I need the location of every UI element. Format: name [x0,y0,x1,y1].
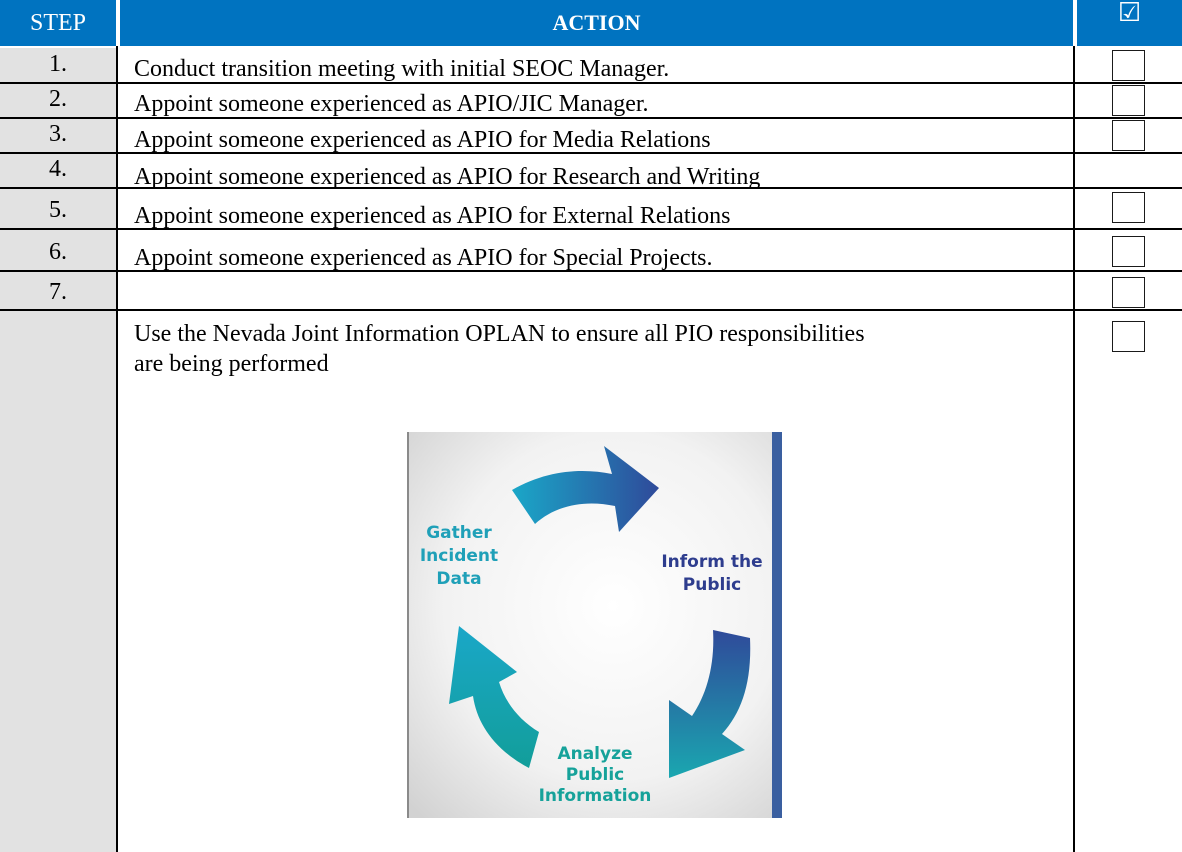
inform-label-line2: Public [683,575,741,595]
step-number: 2. [49,86,67,112]
action-text: Conduct transition meeting with initial … [134,56,670,82]
step-number: 1. [49,51,67,77]
row-divider [0,228,1182,230]
action-text: Appoint someone experienced as APIO/JIC … [134,91,649,117]
diagram-left-edge [407,432,409,818]
header-check-glyph: ☑ [1117,0,1142,27]
step-checkbox[interactable] [1112,321,1145,352]
row-divider [0,82,1182,84]
analyze-label-line2: Public [566,765,624,785]
step-number: 5. [49,197,67,223]
step-column-bg [0,48,116,852]
analyze-label-line3: Information [539,786,652,806]
analyze-label-line1: Analyze [557,744,632,764]
inform-label-line1: Inform the [661,552,762,572]
row-divider [0,187,1182,189]
header-action: ACTION [120,0,1073,46]
action-text: Appoint someone experienced as APIO for … [134,164,761,190]
column-divider-check [1073,46,1075,852]
gather-label-line2: Incident [420,546,498,566]
action-text: Appoint someone experienced as APIO for … [134,127,711,153]
gather-label-line1: Gather [426,523,492,543]
step-checkbox[interactable] [1112,192,1145,223]
header-step: STEP [0,0,116,46]
diagram-right-edge [772,432,782,818]
step-number: 6. [49,239,67,265]
action-text: Use the Nevada Joint Information OPLAN t… [134,321,865,377]
action-text: Appoint someone experienced as APIO for … [134,245,713,271]
header-check-icon: ☑ [1077,0,1182,46]
gather-label-line3: Data [436,569,481,589]
row-divider [0,270,1182,272]
step-checkbox[interactable] [1112,120,1145,151]
cycle-arrow-top [512,446,659,532]
step-number: 4. [49,156,67,182]
step-number: 3. [49,121,67,147]
cycle-arrow-right [669,630,751,778]
step-checkbox[interactable] [1112,236,1145,267]
cycle-arrow-left [449,626,539,768]
row-divider [0,309,1182,311]
step-checkbox[interactable] [1112,277,1145,308]
column-divider-step [116,46,118,852]
action-text: Appoint someone experienced as APIO for … [134,203,731,229]
step-checkbox[interactable] [1112,85,1145,116]
step-checkbox[interactable] [1112,50,1145,81]
row-divider [0,152,1182,154]
step-number: 7. [49,279,67,305]
information-cycle-diagram: Gather Incident Data Inform the Public A… [407,432,782,818]
row-divider [0,117,1182,119]
